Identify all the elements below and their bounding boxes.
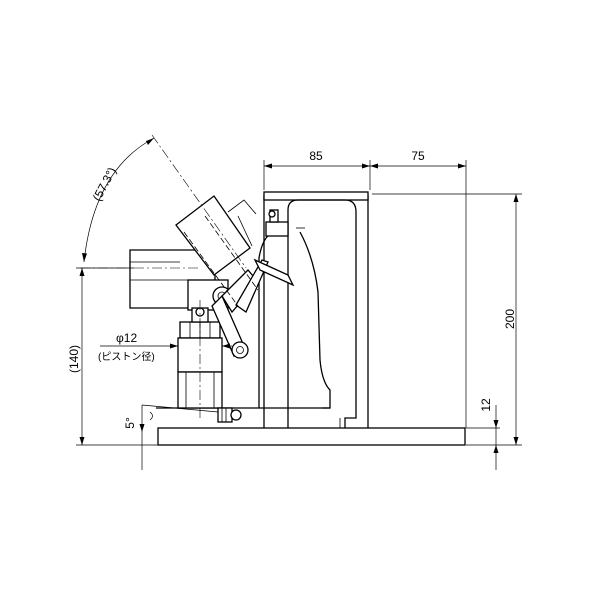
dim-200-label: 200 (503, 309, 517, 329)
piston-diameter-label: φ12 (116, 331, 137, 345)
dim-75-label: 75 (411, 149, 425, 163)
piston-note-label: (ピストン径) (98, 350, 155, 363)
dim-top-widths (263, 160, 467, 428)
dim-12-label: 12 (479, 398, 493, 412)
dim-85-label: 85 (309, 149, 323, 163)
dim-base-angle (139, 404, 219, 470)
pump-cylinder (129, 249, 242, 423)
tilted-handle-socket (175, 195, 259, 307)
dim-140-label: (140) (67, 345, 81, 373)
dim-tilt-angle (82, 137, 155, 263)
dim-5deg-label: 5° (123, 417, 137, 429)
dim-total-height (372, 193, 522, 446)
dim-piston-diameter (100, 343, 232, 349)
dim-toe-height (466, 405, 500, 470)
base-plate (157, 427, 466, 446)
dim-57-label: (57.3°) (90, 165, 119, 203)
dim-lift-height (76, 267, 158, 446)
handle-linkage (211, 258, 295, 359)
